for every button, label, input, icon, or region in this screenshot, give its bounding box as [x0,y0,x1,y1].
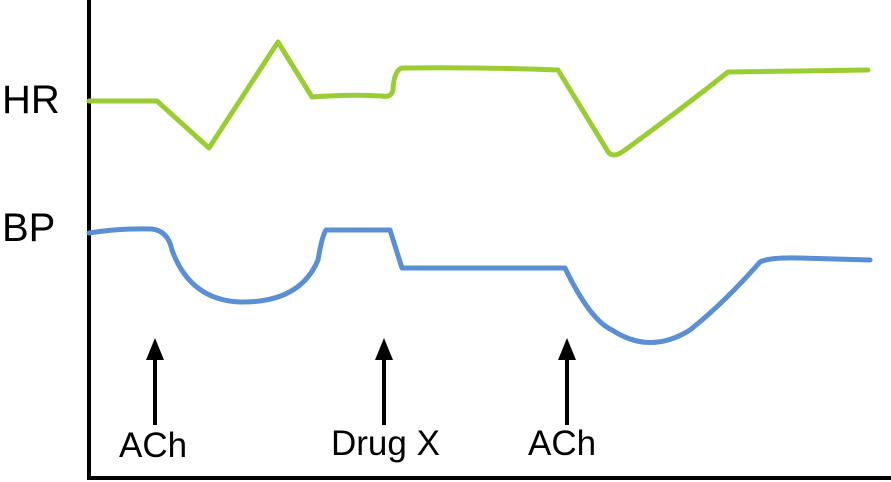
bp-label: BP [2,206,56,250]
bp-trace [86,226,873,345]
event-arrow-ach-1 [146,338,164,425]
arrow-up-icon [558,338,576,360]
event-label-ach-2: ACh [528,424,597,463]
hr-label: HR [2,78,60,122]
arrow-up-icon [375,338,393,360]
axes [87,0,891,480]
event-arrow-ach-2 [558,338,576,425]
arrow-up-icon [146,338,164,360]
event-arrow-drug-x [375,338,393,425]
event-label-ach-1: ACh [119,426,188,465]
hr-trace [86,39,871,158]
event-label-drug-x: Drug X [331,424,440,463]
